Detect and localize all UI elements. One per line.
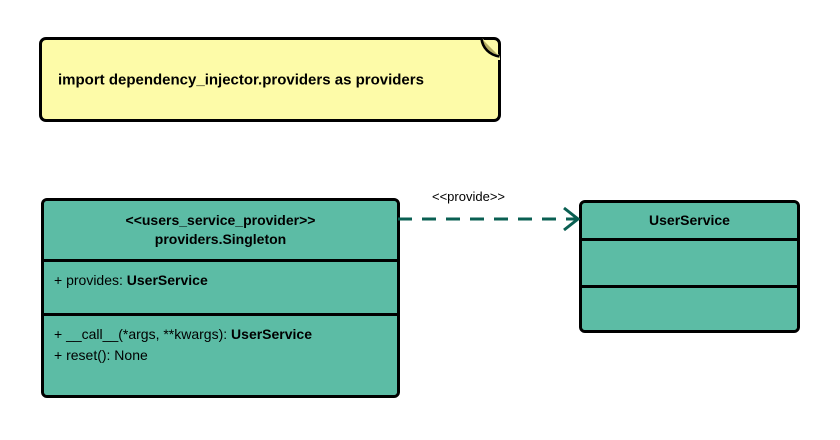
class-header-user-service: UserService xyxy=(582,203,797,238)
class-box-users-service-provider[interactable]: <<users_service_provider>> providers.Sin… xyxy=(41,198,400,398)
class-attributes-compartment xyxy=(582,238,797,285)
import-note-text: import dependency_injector.providers as … xyxy=(58,71,424,88)
dependency-arrow-label: <<provide>> xyxy=(432,189,506,204)
operation-row: + reset(): None xyxy=(54,345,387,366)
class-name: UserService xyxy=(649,212,730,228)
class-header-users-service-provider: <<users_service_provider>> providers.Sin… xyxy=(44,201,397,259)
class-stereotype: <<users_service_provider>> xyxy=(125,212,316,228)
attribute-visibility: + xyxy=(54,272,63,288)
operation-row: + __call__(*args, **kwargs): UserService xyxy=(54,324,387,345)
attribute-type: UserService xyxy=(126,272,208,288)
operation-visibility: + xyxy=(54,326,63,342)
class-operations-compartment: + __call__(*args, **kwargs): UserService… xyxy=(44,313,397,395)
class-operations-compartment xyxy=(582,285,797,330)
operation-label: __call__(*args, **kwargs): xyxy=(66,326,232,342)
operation-label: reset(): None xyxy=(66,347,148,363)
operation-type: UserService xyxy=(231,326,312,342)
class-name: providers.Singleton xyxy=(154,231,287,247)
note-fold-icon xyxy=(477,37,501,61)
attribute-row: + provides: UserService xyxy=(54,270,387,291)
attribute-label: provides: xyxy=(66,272,127,288)
import-note[interactable]: import dependency_injector.providers as … xyxy=(39,37,501,122)
class-box-user-service[interactable]: UserService xyxy=(579,200,800,333)
operation-visibility: + xyxy=(54,347,63,363)
class-attributes-compartment: + provides: UserService xyxy=(44,259,397,313)
